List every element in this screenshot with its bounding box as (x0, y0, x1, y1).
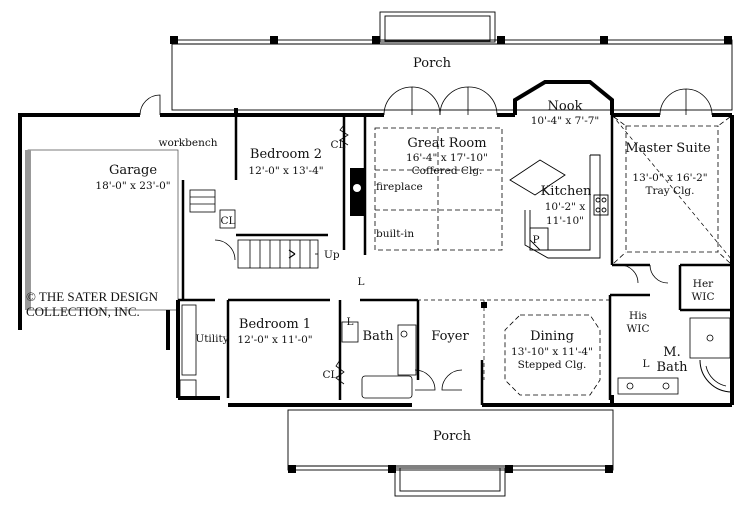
her-wic-line1: Her (693, 278, 714, 290)
porch-bottom-outline (287, 409, 614, 497)
built-in-label: built-in (376, 228, 414, 240)
bedroom2-closet-label: CL (330, 139, 345, 151)
great-room-name: Great Room (407, 136, 486, 151)
garage-dims: 18'-0" x 23'-0" (95, 180, 170, 192)
beam-lines (375, 114, 733, 380)
garage-floor (25, 149, 179, 311)
kitchen-counters (509, 154, 609, 259)
master-suite-name: Master Suite (625, 141, 711, 156)
master-suite-ceiling: Tray Clg. (645, 185, 694, 197)
great-room-dims: 16'-4" x 17'-10" (406, 152, 488, 164)
door-swings (139, 86, 713, 391)
bedroom1-closet-label: CL (322, 369, 337, 381)
bedroom2-dims: 12'-0" x 13'-4" (248, 165, 323, 177)
garage-name: Garage (109, 163, 157, 178)
column (481, 302, 487, 308)
utility-label: Utility (195, 333, 228, 345)
room-labels: Porch Porch workbench Garage 18'-0" x 23… (95, 56, 714, 444)
nook-name: Nook (548, 99, 583, 114)
nook-dims: 10'-4" x 7'-7" (531, 115, 600, 127)
bedroom1-name: Bedroom 1 (239, 317, 311, 332)
copyright-line1: © THE SATER DESIGN (26, 289, 159, 304)
porch-top-label: Porch (413, 56, 452, 71)
bedroom2-name: Bedroom 2 (250, 147, 322, 162)
foyer-label: Foyer (431, 329, 469, 344)
exterior-walls (18, 80, 734, 407)
fireplace-block (350, 168, 364, 216)
garage-closet-label: CL (220, 215, 235, 227)
master-suite-dims: 13'-0" x 16'-2" (632, 172, 707, 184)
her-wic-line2: WIC (692, 291, 715, 303)
closet-rods (219, 124, 359, 385)
stairs-up-label: Up (324, 249, 340, 261)
linen-label-master: L (643, 358, 650, 370)
great-room-ceiling: Coffered Clg. (412, 165, 483, 177)
tray-ceiling (613, 116, 731, 264)
fireplace-label: fireplace (376, 181, 423, 193)
porch-top-outline (171, 11, 733, 111)
porch-top-posts (170, 36, 732, 44)
copyright-notice: © THE SATER DESIGN COLLECTION, INC. (26, 289, 159, 319)
workbench-label: workbench (158, 137, 217, 149)
copyright-line2: COLLECTION, INC. (26, 304, 140, 319)
kitchen-name: Kitchen (541, 184, 592, 199)
linen-label-hall: L (358, 276, 365, 288)
his-wic-line1: His (629, 310, 647, 322)
stairs (189, 189, 319, 269)
bath-fixtures (179, 304, 733, 399)
pantry-label: P (532, 234, 539, 246)
coffered-ceiling (374, 127, 503, 251)
kitchen-dims-1: 10'-2" x (545, 201, 586, 213)
dining-name: Dining (530, 329, 574, 344)
porch-bottom-label: Porch (433, 429, 472, 444)
his-wic-line2: WIC (627, 323, 650, 335)
interior-walls (178, 115, 732, 405)
kitchen-dims-2: 11'-10" (546, 215, 584, 227)
dining-ceiling: Stepped Clg. (518, 359, 587, 371)
master-bath-line1: M. (663, 345, 680, 360)
bedroom1-dims: 12'-0" x 11'-0" (237, 334, 312, 346)
bath-label: Bath (363, 329, 395, 344)
master-bath-line2: Bath (657, 360, 689, 375)
stepped-ceiling (504, 314, 601, 396)
linen-label-bath: L (347, 316, 354, 328)
porch-bottom-posts (288, 465, 613, 473)
dining-dims: 13'-10" x 11'-4" (511, 346, 593, 358)
